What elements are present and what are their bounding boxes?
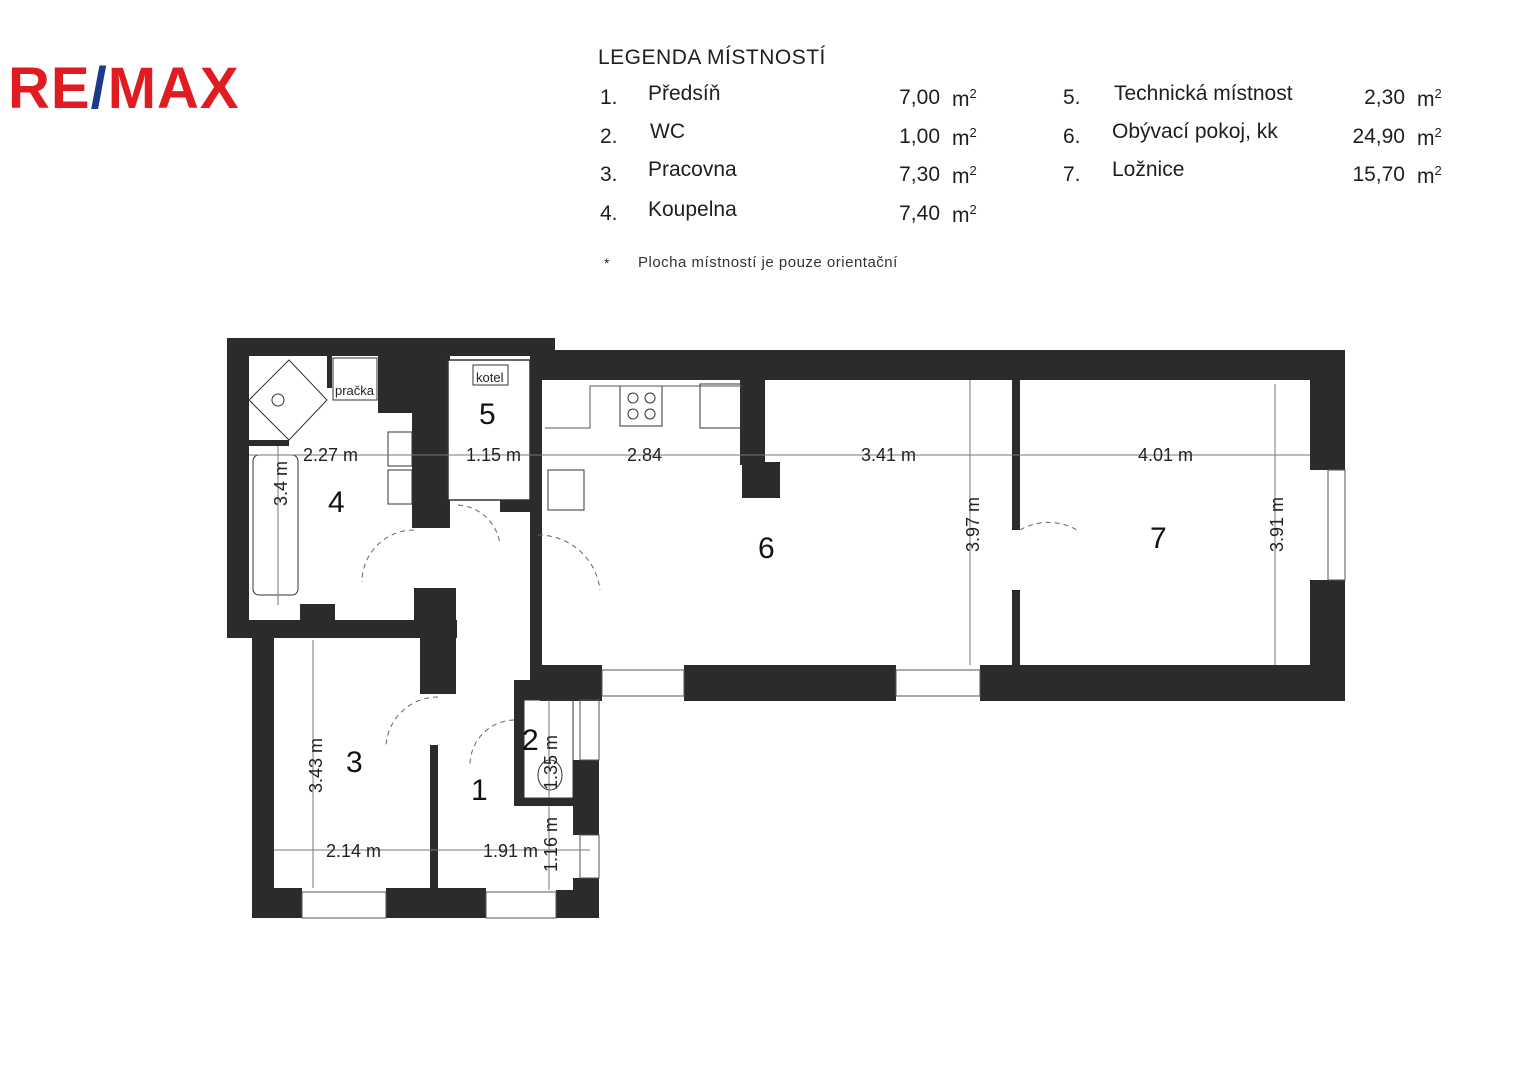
room-6-label: 6 (758, 532, 775, 565)
legend-title: LEGENDA MÍSTNOSTÍ (598, 46, 826, 69)
dimension-labels: 2.27 m 3.4 m 1.15 m 2.84 3.41 m 3.97 m 4… (271, 445, 1287, 872)
dim-room2-height: 1.35 m (541, 735, 561, 790)
dim-room1-height: 1.16 m (541, 817, 561, 872)
note-asterisk: * (604, 255, 610, 271)
washer (332, 357, 378, 401)
area-note: Plocha místností je pouze orientační (638, 254, 898, 271)
room-2-label: 2 (522, 724, 539, 757)
room-1-label: 1 (471, 774, 488, 807)
door-swings (361, 504, 1078, 766)
dim-room4-height: 3.4 m (271, 461, 291, 506)
appliance (699, 383, 743, 429)
room-5-outline (447, 359, 531, 501)
dim-room6-width-1: 2.84 (627, 445, 662, 465)
washer-label: pračka (335, 383, 375, 398)
dim-room7-height: 3.91 m (1267, 497, 1287, 552)
dim-room5-width: 1.15 m (466, 445, 521, 465)
dimension-lines (249, 380, 1310, 890)
dim-room7-width: 4.01 m (1138, 445, 1193, 465)
cooktop (619, 385, 663, 427)
kitchen-sink (547, 469, 585, 511)
room-7-label: 7 (1150, 522, 1167, 555)
dim-room4-width: 2.27 m (303, 445, 358, 465)
room-4-label: 4 (328, 486, 345, 519)
shower-drain (271, 393, 285, 407)
room-5-label: 5 (479, 398, 496, 431)
sink (387, 431, 413, 467)
boiler-label: kotel (476, 370, 504, 385)
dim-room3-height: 3.43 m (306, 738, 326, 793)
remax-logo: RE/MAX (8, 56, 240, 121)
dim-room1-width: 1.91 m (483, 841, 538, 861)
dim-room3-width: 2.14 m (326, 841, 381, 861)
windows (301, 469, 1346, 919)
shower-tray (248, 359, 328, 441)
boiler (472, 364, 509, 386)
room-numbers: 1 2 3 4 5 6 7 (328, 398, 1167, 807)
toilet (537, 759, 563, 791)
room-3-label: 3 (346, 746, 363, 779)
dim-room6-height: 3.97 m (963, 497, 983, 552)
walls (227, 338, 1345, 918)
dim-room6-width-2: 3.41 m (861, 445, 916, 465)
sink (387, 469, 413, 505)
